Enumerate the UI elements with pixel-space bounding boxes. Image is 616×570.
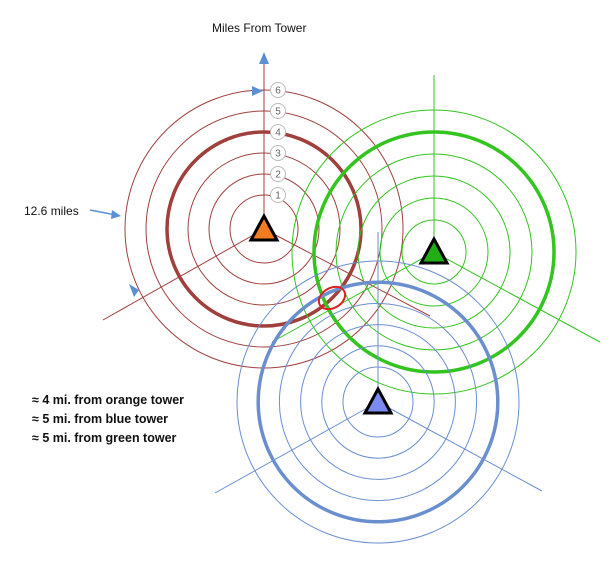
note-blue: ≈ 5 mi. from blue tower: [32, 412, 169, 426]
radius-pointer-arrow-icon: [111, 210, 121, 219]
green-ring-4: [335, 153, 533, 351]
green-ring-5: [312, 130, 556, 374]
ring-badge-4: [270, 124, 286, 140]
orange-ring-4: [165, 130, 363, 328]
circumference-arrow-icon: [252, 86, 263, 96]
orange-tower-icon: [248, 212, 280, 242]
note-green: ≈ 5 mi. from green tower: [32, 431, 177, 445]
note-orange: ≈ 4 mi. from orange tower: [32, 393, 185, 407]
ring-badge-text: 4: [275, 128, 281, 139]
distance-notes: ≈ 4 mi. from orange tower ≈ 5 mi. from b…: [32, 391, 184, 448]
blue-tower-icon: [362, 385, 394, 415]
green-radial-line: [271, 251, 435, 343]
blue-radial-line: [214, 401, 379, 494]
axis-arrowhead-icon: [259, 52, 269, 64]
green-radial-line: [433, 251, 601, 343]
orange-radial-line: [263, 228, 431, 317]
orange-ring-3: [187, 152, 341, 306]
green-ring-1: [401, 219, 467, 285]
ring-badge-5: [270, 103, 286, 119]
radius-label: 12.6 miles: [24, 204, 79, 218]
green-ring-2: [379, 197, 489, 307]
green-tower-icon: [418, 235, 450, 265]
blue-ring-4: [278, 302, 478, 502]
green-ring-3: [357, 175, 511, 329]
ring-badge-text: 1: [275, 191, 281, 202]
ring-badge-3: [270, 145, 286, 161]
ring-badge-1: [270, 187, 286, 203]
orange-ring-1: [229, 194, 299, 264]
blue-ring-1: [342, 366, 414, 438]
ring-badge-text: 2: [275, 170, 281, 181]
blue-ring-2: [321, 345, 435, 459]
axis-title: Miles From Tower: [212, 21, 307, 35]
intersection-marker: [317, 285, 347, 311]
orange-ring-5: [145, 110, 383, 348]
circumference-arrow-icon: [129, 284, 139, 297]
ring-badge-text: 5: [275, 107, 281, 118]
ring-badge-text: 6: [275, 86, 281, 97]
ring-badge-text: 3: [275, 149, 281, 160]
orange-radial-line: [102, 228, 265, 321]
blue-ring-6: [236, 260, 520, 544]
blue-ring-5: [256, 280, 500, 524]
orange-ring-2: [208, 173, 320, 285]
ring-badge-2: [270, 166, 286, 182]
ring-badge-6: [270, 82, 286, 98]
blue-radial-line: [377, 401, 543, 492]
blue-ring-3: [300, 324, 456, 480]
